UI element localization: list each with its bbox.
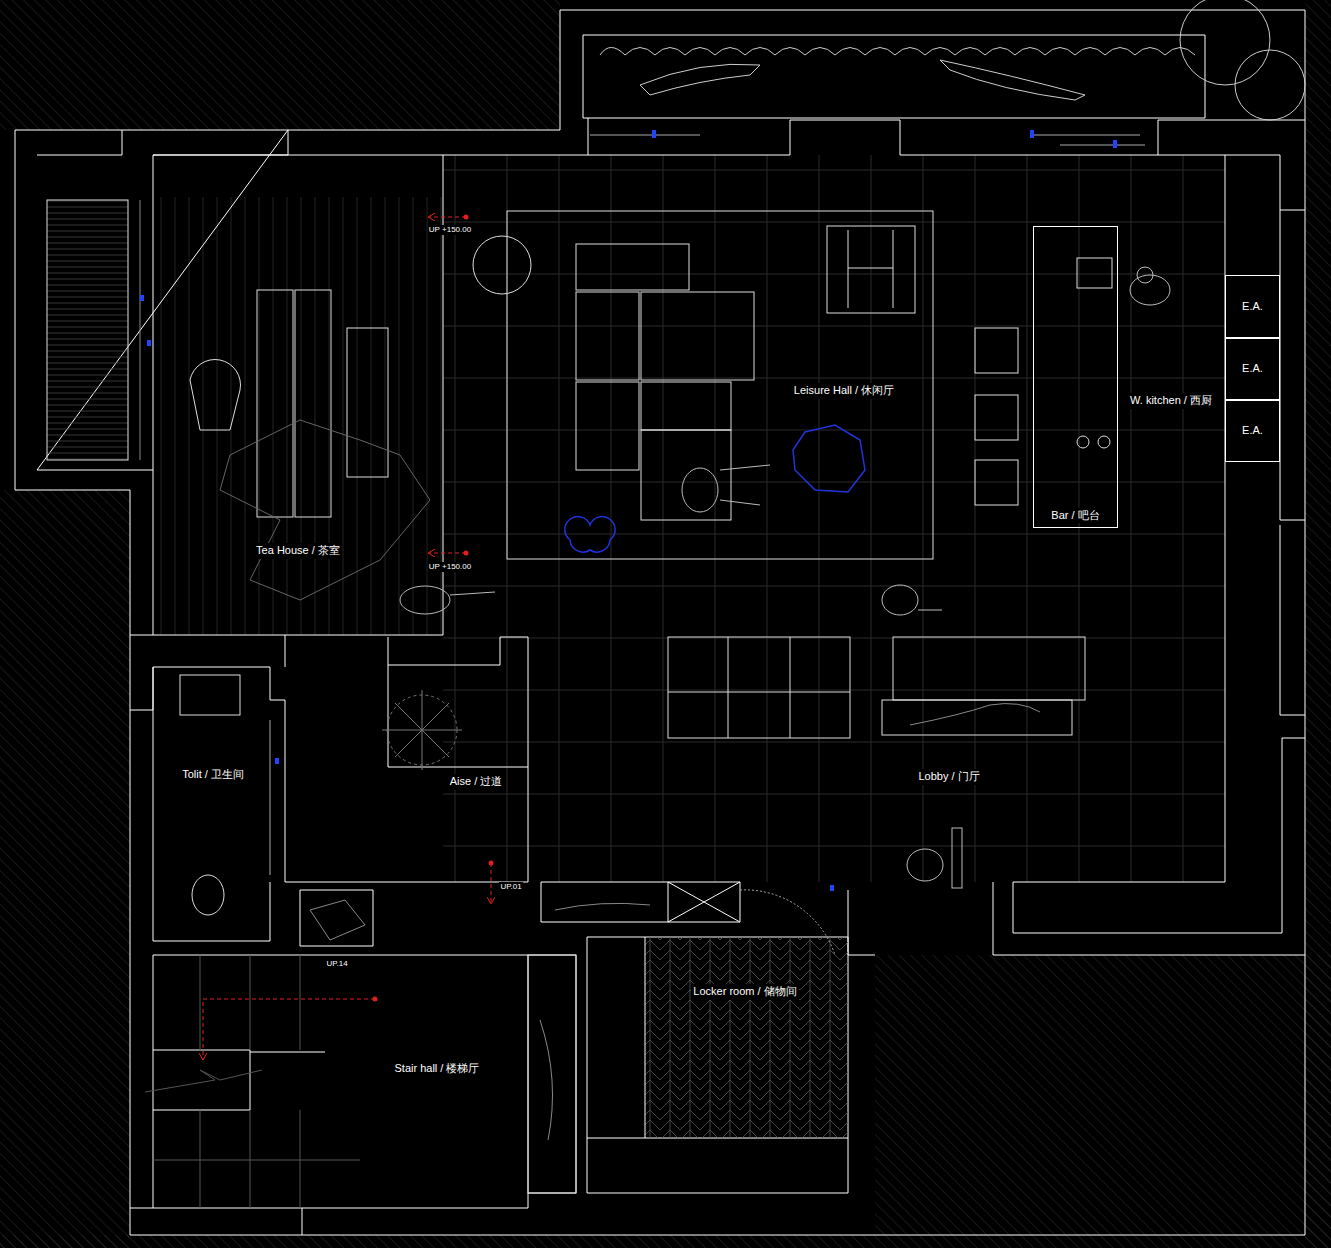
floor-grid <box>443 586 1225 587</box>
floor-grid <box>767 155 768 882</box>
room-label: Lobby / 门厅 <box>916 769 981 784</box>
room-label: W. kitchen / 西厨 <box>1128 393 1214 408</box>
floor-grid <box>1131 155 1132 882</box>
floor-grid <box>1027 155 1028 882</box>
room-label: UP +150.00 <box>428 562 472 572</box>
equipment-box: E.A. <box>1225 275 1280 338</box>
room-label: Tea House / 茶室 <box>254 543 342 558</box>
floor-grid <box>663 155 664 882</box>
node-label: Bar / 吧台 <box>1049 508 1101 523</box>
floor-grid <box>443 378 1225 379</box>
room-label: Aise / 过道 <box>448 774 505 789</box>
equipment-box: E.A. <box>1225 338 1280 400</box>
floor-grid <box>455 155 456 882</box>
floor-grid <box>1183 155 1184 882</box>
floor-grid <box>443 326 1225 327</box>
floor-grid <box>443 690 1225 691</box>
node-label: E.A. <box>1240 423 1265 438</box>
floor-grid <box>443 534 1225 535</box>
floor-grid <box>443 430 1225 431</box>
floor-grid <box>443 638 1225 639</box>
floor-grid <box>871 155 872 882</box>
room-label: Leisure Hall / 休闲厅 <box>792 383 896 398</box>
room-label: Locker room / 储物间 <box>691 984 798 999</box>
floor-grid <box>443 170 1225 171</box>
floor-grid <box>559 155 560 882</box>
node-label: E.A. <box>1240 361 1265 376</box>
room-label: UP.14 <box>325 959 348 969</box>
floor-grid <box>819 155 820 882</box>
floor-grid <box>443 274 1225 275</box>
room-label: UP +150.00 <box>428 225 472 235</box>
room-label: UP.01 <box>499 882 522 892</box>
floor-grid <box>443 222 1225 223</box>
room-label: Stair hall / 楼梯厅 <box>393 1061 482 1076</box>
bar-counter: Bar / 吧台 <box>1033 226 1118 528</box>
floor-grid <box>443 742 1225 743</box>
floor-grid <box>443 846 1225 847</box>
floor-grid <box>443 794 1225 795</box>
floor-grid <box>611 155 612 882</box>
room-label: Tolit / 卫生间 <box>180 767 246 782</box>
equipment-box: E.A. <box>1225 400 1280 462</box>
floor-grid <box>443 482 1225 483</box>
node-label: E.A. <box>1240 299 1265 314</box>
floor-grid <box>715 155 716 882</box>
